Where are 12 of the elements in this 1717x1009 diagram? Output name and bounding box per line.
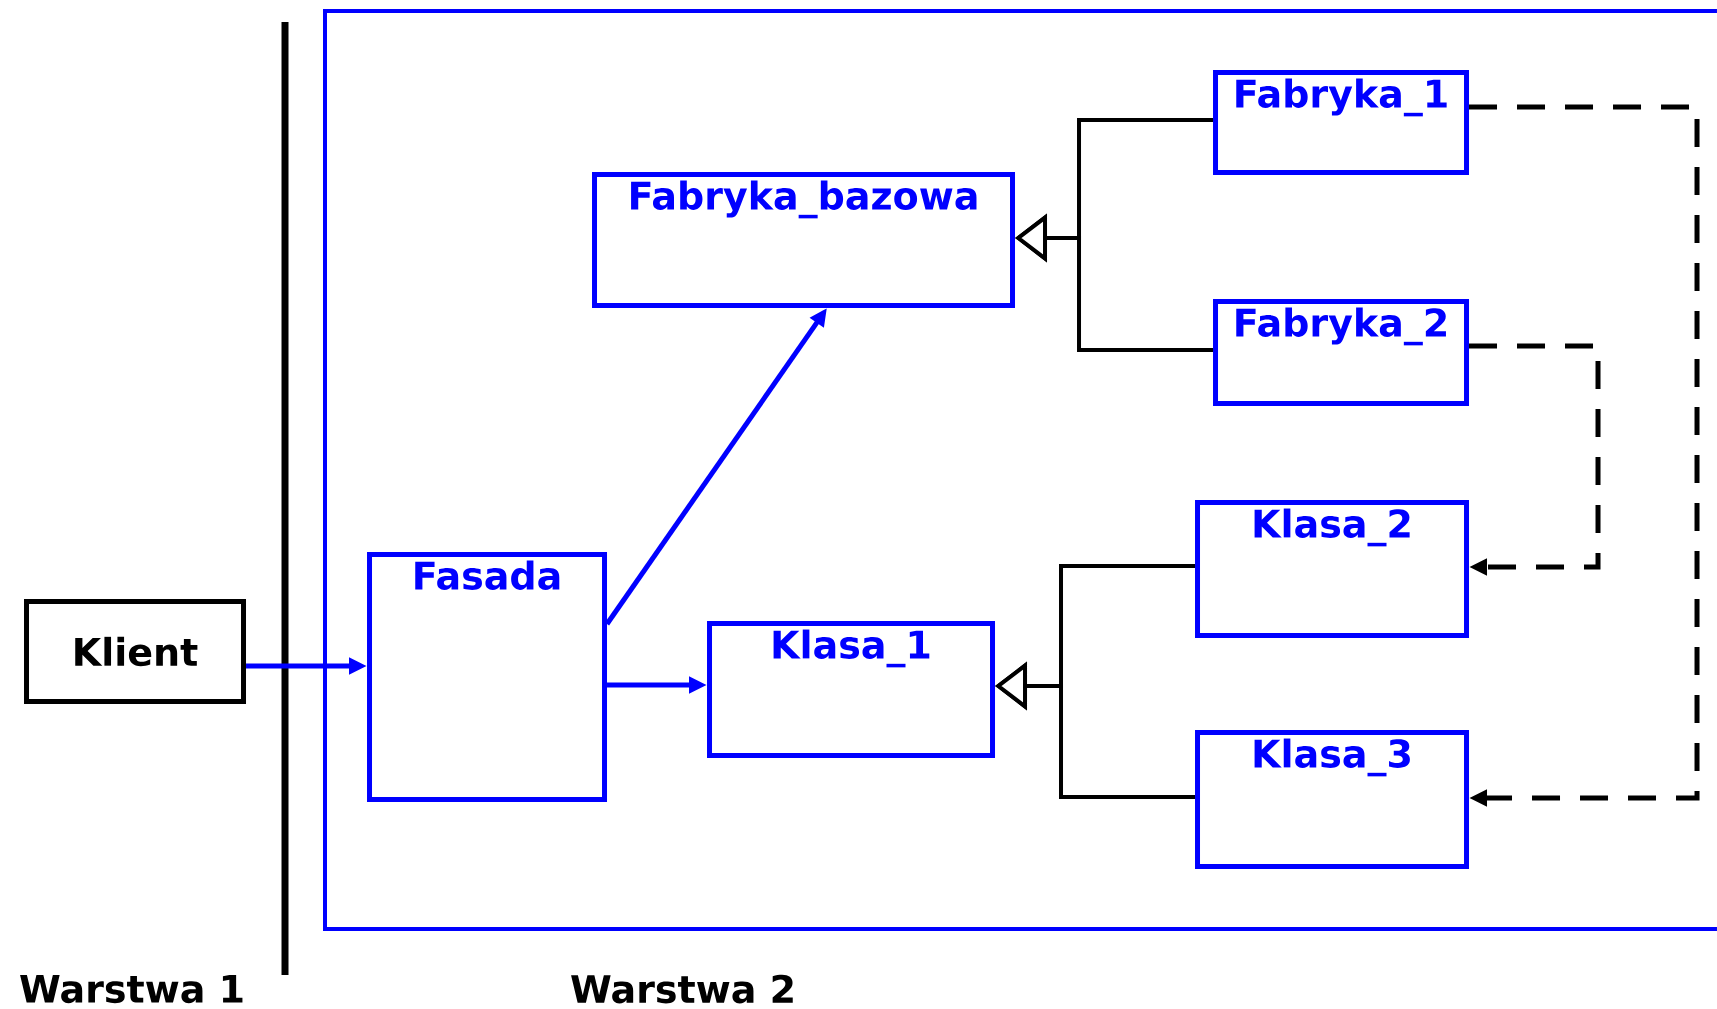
dependency-arrow <box>1469 104 1700 807</box>
class-box: Fabryka_1 <box>1213 70 1469 175</box>
layer-label: Warstwa 2 <box>571 974 793 1004</box>
class-box: Klasa_1 <box>707 621 995 758</box>
class-box: Fabryka_2 <box>1213 299 1469 406</box>
dependency-arrow <box>1469 343 1601 576</box>
class-box: Klient <box>24 599 246 704</box>
layer-label: Warstwa 1 <box>20 974 243 1004</box>
class-box: Klasa_2 <box>1195 500 1469 638</box>
class-box: Fasada <box>367 552 607 802</box>
class-box: Klasa_3 <box>1195 730 1469 869</box>
class-box: Fabryka_bazowa <box>592 172 1015 308</box>
